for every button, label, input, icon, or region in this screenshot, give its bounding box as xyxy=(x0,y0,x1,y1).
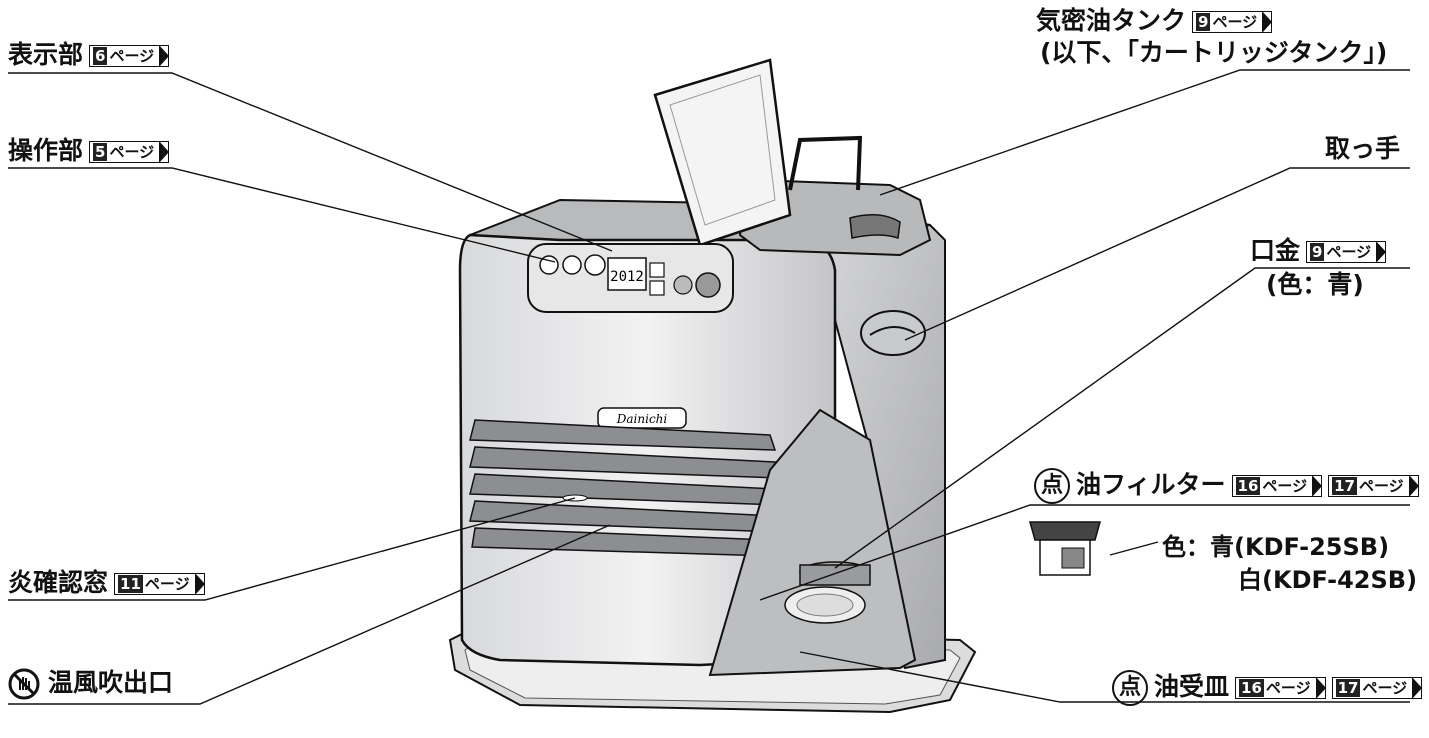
display-readout: 2012 xyxy=(610,269,644,285)
filter-color-2: 白(KDF-42SB) xyxy=(1238,566,1418,594)
handle-label: 取っ手 xyxy=(1325,134,1401,163)
warm-air-outlet-label: 温風吹出口 xyxy=(8,668,173,700)
cap-color-label: (色：青) xyxy=(1266,270,1364,299)
check-point-badge: 点 xyxy=(1112,670,1148,706)
brand-logo: Dainichi xyxy=(616,412,668,426)
check-point-badge: 点 xyxy=(1034,468,1070,504)
warm-air-outlet xyxy=(469,419,782,557)
filter-color-1: 色：青(KDF-25SB) xyxy=(1162,533,1390,561)
no-touch-icon xyxy=(8,668,40,700)
tank-sub-label: (以下、「カートリッジタンク」) xyxy=(1040,38,1388,67)
